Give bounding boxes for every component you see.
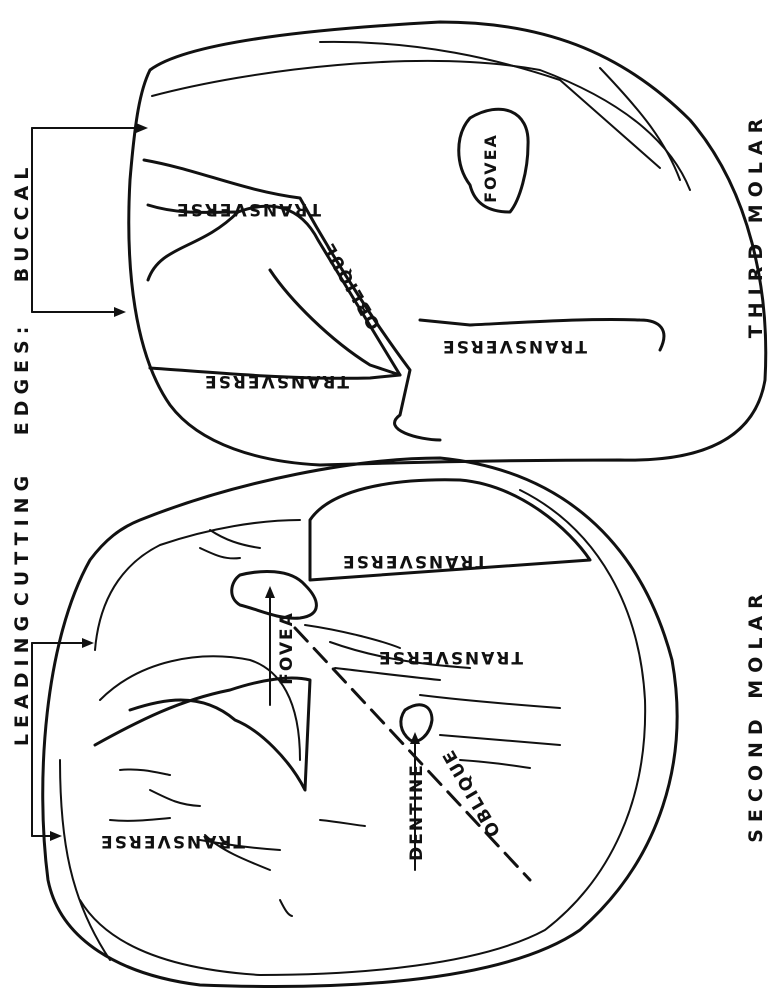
caption-buccal: BUCCAL [11,162,33,283]
wear-mark [150,790,200,806]
second-molar-wear-marks [110,530,560,916]
wear-mark [420,695,560,708]
arrowhead-4 [50,831,62,841]
leading-cutting-edges-caption: LEADING CUTTING EDGES: BUCCAL [11,162,33,746]
third-molar-labels: FOVEA TRANSVERSE OBLIQUE TRANSVERSE TRAN… [175,112,767,391]
third-molar-transverse-label-3: TRANSVERSE [203,371,349,391]
wear-mark [305,625,400,648]
caption-leading: LEADING [11,610,33,746]
wear-mark [320,820,365,826]
dentine-pointer-head [410,732,420,744]
wear-mark [335,668,440,680]
second-molar-fovea-label: FOVEA [277,611,297,685]
arrowhead-2 [114,307,126,317]
wear-mark [460,760,530,768]
wear-mark [440,735,560,745]
second-molar-name: SECOND MOLAR [745,587,767,843]
third-molar-outer-outline [129,22,766,465]
caption-edges: EDGES: [11,321,33,436]
third-molar-transverse-label-2: TRANSVERSE [441,336,587,356]
second-molar-dentine-label: DENTINE [407,763,427,861]
arrowhead-3 [82,638,94,648]
second-molar-transverse-label-3: TRANSVERSE [99,831,245,851]
third-molar-oblique-label: OBLIQUE [318,238,385,333]
second-molar-central-ridge [95,678,310,790]
wear-mark [110,818,170,821]
caption-cutting: CUTTING [11,470,33,606]
wear-mark [200,548,240,558]
second-molar-fovea [232,571,317,618]
arrowhead-1 [136,123,148,133]
second-molar-transverse-label-1: TRANSVERSE [341,551,487,571]
wear-mark [280,900,292,916]
second-molar-transverse-label-2: TRANSVERSE [377,647,523,667]
third-molar [129,22,766,465]
wear-mark [120,769,170,775]
third-molar-name: THIRD MOLAR [745,112,767,338]
second-molar-inner-lower-rim [60,760,110,960]
arrowheads [50,123,148,841]
second-molar [43,458,677,986]
second-molar-labels: TRANSVERSE FOVEA TRANSVERSE OBLIQUE TRAN… [99,551,767,861]
third-molar-inner-rim [152,61,690,190]
third-molar-fovea-label: FOVEA [481,133,500,203]
third-molar-transverse-label-1: TRANSVERSE [175,199,321,219]
fovea-pointer-head [265,586,275,598]
wear-mark [210,530,260,548]
